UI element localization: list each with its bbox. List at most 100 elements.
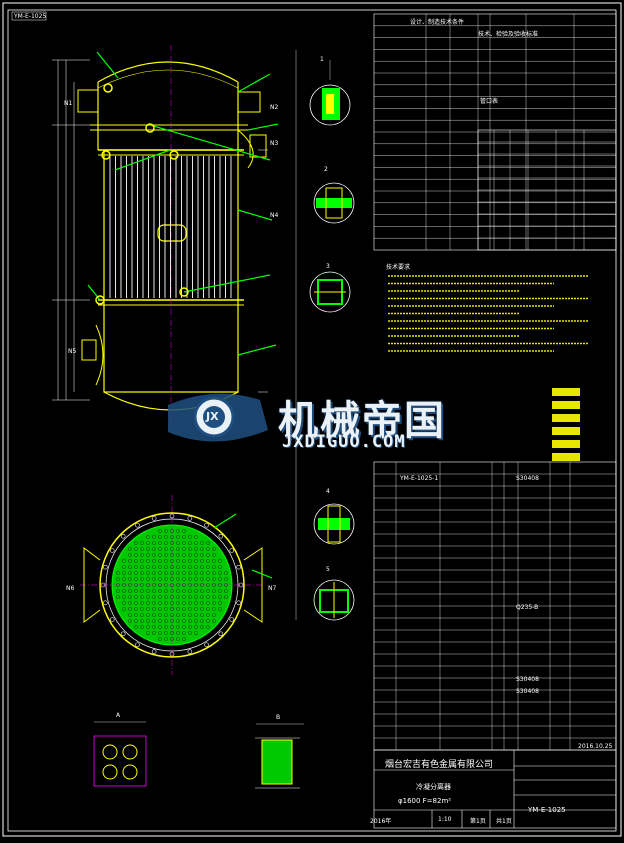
- title-block-sheet: 第1页: [470, 818, 486, 825]
- tube-hole: [200, 559, 204, 563]
- tube-hole: [158, 637, 162, 641]
- bom-material-4: S30408: [516, 688, 539, 695]
- tube-hole: [152, 547, 156, 551]
- tube-hole: [146, 619, 150, 623]
- section-b-label: B: [276, 714, 281, 721]
- tube-hole: [194, 571, 198, 575]
- tube-hole: [134, 607, 138, 611]
- bolt-hole: [169, 513, 175, 519]
- tube-hole: [134, 601, 138, 605]
- requirements-title: 技术、检验及验收标准: [478, 31, 539, 38]
- tube-hole: [158, 619, 162, 623]
- tube-hole: [164, 583, 168, 587]
- tube-hole: [194, 535, 198, 539]
- tube-hole: [152, 541, 156, 545]
- bom-material-3: S30408: [516, 676, 539, 683]
- title-block: [373, 749, 617, 829]
- tube-hole: [218, 601, 222, 605]
- tube-hole: [170, 553, 174, 557]
- tube-hole: [182, 583, 186, 587]
- tube-hole: [194, 553, 198, 557]
- tube-hole: [218, 559, 222, 563]
- section-a-label: A: [116, 712, 121, 719]
- tube-hole: [212, 577, 216, 581]
- tube-hole: [206, 565, 210, 569]
- nozzle-label-n7: N7: [268, 585, 277, 592]
- view-label-1: 1: [320, 56, 324, 63]
- title-block-sheets: 共1页: [496, 818, 512, 825]
- bolt-hole: [151, 649, 157, 654]
- bolt-hole: [229, 617, 235, 622]
- tube-hole: [158, 589, 162, 593]
- bolt-hole: [236, 600, 241, 606]
- tube-hole: [206, 589, 210, 593]
- tube-hole: [176, 601, 180, 605]
- tube-hole: [116, 577, 120, 581]
- tube-hole: [218, 577, 222, 581]
- tube-hole: [152, 577, 156, 581]
- bolt-hole: [187, 649, 193, 654]
- tube-hole: [224, 583, 228, 587]
- tube-hole: [158, 541, 162, 545]
- tube-hole: [224, 577, 228, 581]
- tube-hole: [164, 595, 168, 599]
- tube-hole: [200, 613, 204, 617]
- tube-hole: [128, 547, 132, 551]
- tube-hole: [164, 637, 168, 641]
- tube-hole: [146, 601, 150, 605]
- tube-hole: [122, 565, 126, 569]
- tube-hole: [206, 559, 210, 563]
- tube-hole: [164, 535, 168, 539]
- tube-hole: [152, 583, 156, 587]
- tube-hole: [218, 583, 222, 587]
- tube-hole: [128, 577, 132, 581]
- tube-hole: [134, 583, 138, 587]
- tube-hole: [128, 565, 132, 569]
- tube-hole: [182, 559, 186, 563]
- tube-hole: [200, 595, 204, 599]
- title-block-spec: φ1600 F=82m²: [398, 797, 452, 805]
- tube-hole: [176, 541, 180, 545]
- detail-views: [295, 50, 355, 621]
- tube-hole: [176, 613, 180, 617]
- tube-hole: [152, 559, 156, 563]
- tube-hole: [176, 565, 180, 569]
- tube-hole: [182, 547, 186, 551]
- tube-hole: [176, 583, 180, 587]
- tube-hole: [206, 613, 210, 617]
- tube-hole: [122, 595, 126, 599]
- tube-hole: [182, 625, 186, 629]
- title-block-scale: 1:10: [438, 816, 452, 823]
- view-label-4: 4: [326, 488, 330, 495]
- title-block-equipment-name: 冷凝分离器: [416, 783, 451, 791]
- tech-table-title: 设计、制造技术条件: [410, 19, 465, 26]
- tube-hole: [122, 589, 126, 593]
- tube-hole: [128, 607, 132, 611]
- tube-hole: [218, 565, 222, 569]
- tube-hole: [206, 601, 210, 605]
- tube-hole: [176, 607, 180, 611]
- tube-hole: [152, 631, 156, 635]
- tube-hole: [128, 571, 132, 575]
- tube-hole: [170, 577, 174, 581]
- bolt-hole: [218, 533, 224, 539]
- bolt-hole: [187, 516, 193, 521]
- watermark-subtitle: JXDIGUO.COM: [282, 432, 406, 452]
- tube-hole: [194, 613, 198, 617]
- tube-hole: [194, 625, 198, 629]
- tube-hole: [176, 631, 180, 635]
- tube-hole: [140, 541, 144, 545]
- tube-hole: [206, 625, 210, 629]
- title-block-year: 2016年: [370, 818, 392, 825]
- tube-hole: [152, 619, 156, 623]
- tube-hole: [152, 613, 156, 617]
- table-highlight: [552, 388, 580, 396]
- leader-lines: [87, 51, 279, 356]
- tube-hole: [182, 553, 186, 557]
- tube-hole: [116, 583, 120, 587]
- bolt-hole: [204, 642, 209, 648]
- tube-hole: [158, 601, 162, 605]
- tube-hole: [164, 577, 168, 581]
- table-highlight: [552, 427, 580, 435]
